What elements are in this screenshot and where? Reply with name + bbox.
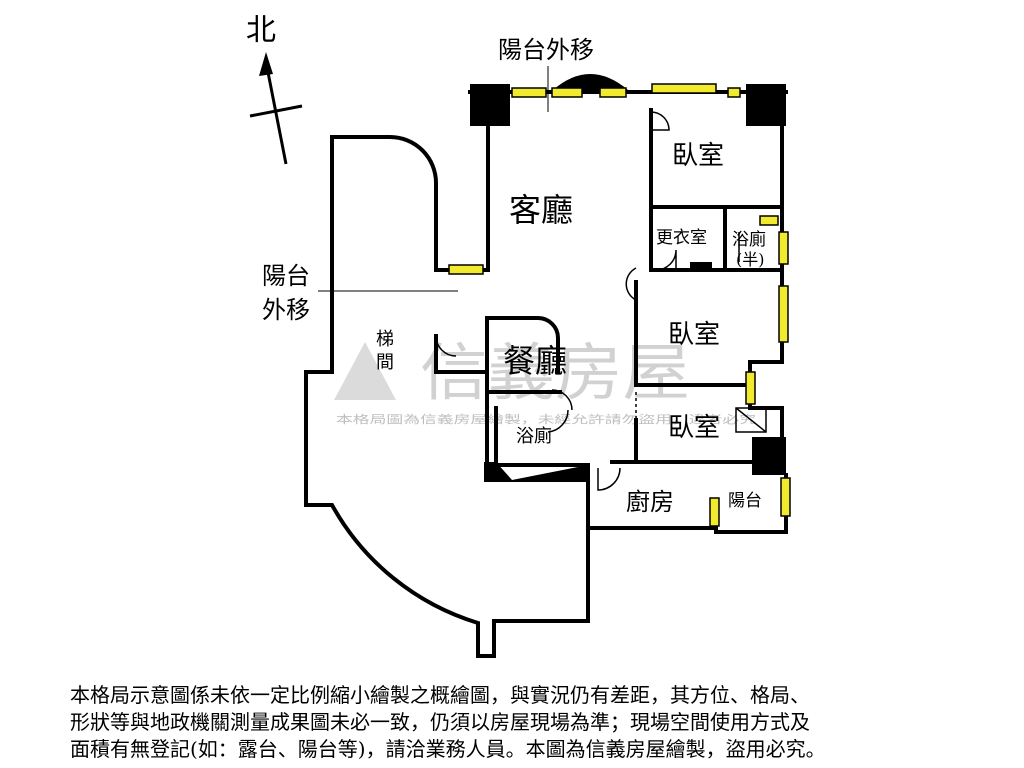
column-top-right: [746, 84, 786, 126]
label-dining-room: 餐廳: [503, 342, 567, 380]
window-mid-bedroom: [778, 285, 789, 343]
stair-inner-wall: [434, 334, 489, 374]
door-bathroom: [547, 409, 569, 433]
living-left-wall: [434, 122, 490, 272]
door-top-bedroom: [650, 111, 670, 131]
north-compass: 北: [246, 13, 303, 165]
water-heater-box: [735, 407, 767, 433]
door-corridor: [625, 267, 637, 301]
disclaimer-line-1: 本格局示意圖係未依一定比例縮小繪製之概繪圖，與實況仍有差距，其方位、格局、: [70, 683, 810, 707]
label-bath-half-1: 浴廁: [732, 229, 766, 250]
label-stairs-1: 梯: [376, 329, 394, 350]
window-living-1: [511, 87, 547, 98]
label-balcony-shift-top: 陽台外移: [498, 36, 594, 64]
label-living-room: 客廳: [509, 191, 573, 229]
window-top-bedroom: [651, 83, 717, 94]
north-arrow-cross: [249, 104, 303, 118]
doors: [435, 111, 740, 491]
label-bath-half-2: (半): [736, 250, 765, 269]
watermark-logo: 信義房屋 本格局圖為信義房屋繪製，未經允許請勿盜用，違者必究: [334, 336, 756, 426]
label-bedroom-top: 臥室: [672, 141, 724, 171]
disclaimer: 本格局示意圖係未依一定比例縮小繪製之概繪圖，與實況仍有差距，其方位、格局、 形狀…: [70, 682, 970, 763]
window-living-2: [551, 87, 583, 98]
label-bathroom: 浴廁: [516, 425, 552, 447]
compass-label: 北: [246, 13, 276, 48]
water-heater-diagonal: [735, 407, 767, 433]
door-stair: [435, 335, 457, 357]
watermark-mark: [334, 342, 396, 400]
column-top-left: [470, 84, 510, 126]
label-balcony-shift-left-2: 外移: [262, 296, 310, 324]
columns: [470, 84, 786, 482]
door-dining: [551, 389, 573, 411]
window-bath-side: [778, 231, 789, 265]
window-bottom-bedroom: [745, 371, 756, 405]
label-balcony-shift-left-1: 陽台: [262, 262, 310, 290]
dining-top-wall: [485, 316, 560, 374]
window-kitchen: [709, 497, 720, 527]
column-closet: [690, 262, 712, 272]
room-labels: 陽台外移 陽台 外移 客廳 臥室 更衣室 浴廁 (半) 臥室 梯 間 餐廳 臥室…: [262, 36, 766, 516]
label-bedroom-middle: 臥室: [668, 320, 720, 350]
column-bathroom: [484, 462, 588, 482]
left-wing-outer-wall: [304, 135, 590, 658]
label-kitchen: 廚房: [626, 488, 674, 516]
windows: [448, 83, 791, 527]
disclaimer-line-3: 面積有無登記(如：露台、陽台等)，請洽業務人員。本圖為信義房屋繪製，盜用必究。: [70, 737, 826, 761]
bay-window: [553, 74, 628, 90]
window-balcony: [780, 477, 791, 517]
window-living-left: [448, 264, 484, 275]
label-closet: 更衣室: [656, 228, 707, 248]
door-closet: [655, 249, 677, 271]
north-arrow-head: [259, 52, 273, 76]
label-bedroom-bottom: 臥室: [668, 413, 720, 443]
label-balcony-small: 陽台: [728, 491, 762, 511]
window-top-corner: [727, 87, 741, 98]
fixtures: [720, 407, 786, 533]
left-wing-top-wall: [330, 135, 438, 268]
label-stairs-2: 間: [376, 352, 394, 373]
window-bath-top: [759, 215, 779, 226]
column-right: [752, 437, 786, 475]
watermark-notice: 本格局圖為信義房屋繪製，未經允許請勿盜用，違者必究: [336, 412, 756, 426]
north-arrow-shaft: [264, 61, 288, 165]
window-living-3: [599, 87, 627, 98]
disclaimer-line-2: 形狀等與地政機關測量成果圖未必一致，仍須以房屋現場為準；現場空間使用方式及: [70, 710, 810, 734]
door-kitchen: [597, 467, 621, 491]
